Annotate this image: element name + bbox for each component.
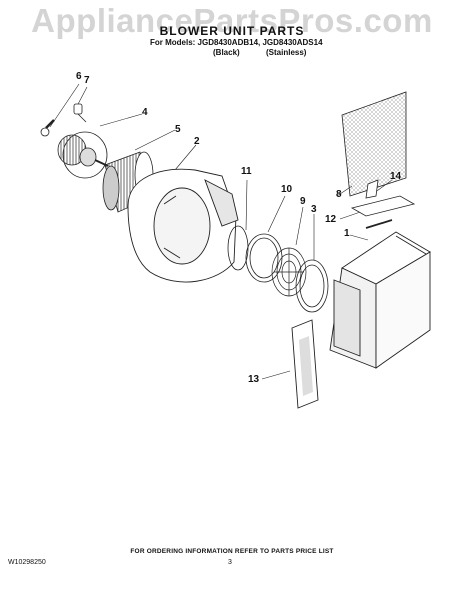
callout-11: 11 [241,166,252,177]
document-number: W10298250 [8,559,46,566]
callout-3: 3 [311,204,317,215]
callout-12: 12 [325,214,337,225]
panel-part [291,319,319,409]
flat-ring-part [245,233,283,283]
variant-black: (Black) [213,48,240,57]
callout-4: 4 [142,107,148,118]
filter-screen-part [341,91,407,197]
callout-5: 5 [175,124,181,135]
callout-7: 7 [84,75,90,86]
motor-part [57,131,109,179]
bolt-part [40,103,87,137]
callout-10: 10 [281,184,293,195]
callout-6: 6 [76,71,82,82]
housing-box-part [329,231,431,369]
models-line: For Models: JGD8430ADB14, JGD8430ADS14 [150,38,323,47]
front-ring-part [295,259,329,313]
callout-9: 9 [300,196,306,207]
callout-1: 1 [344,228,350,239]
callout-2: 2 [194,136,200,147]
page-title: BLOWER UNIT PARTS [159,24,305,38]
callout-13: 13 [248,374,260,385]
callout-8: 8 [336,189,342,200]
callout-14: 14 [390,171,402,182]
bracket-parts [350,179,416,229]
page-number: 3 [228,559,232,566]
ordering-note: FOR ORDERING INFORMATION REFER TO PARTS … [130,548,334,555]
watermark: AppliancePartsPros.com [31,2,433,39]
grille-part [271,247,307,297]
blower-housing-part [127,168,239,283]
variant-stainless: (Stainless) [266,48,307,57]
